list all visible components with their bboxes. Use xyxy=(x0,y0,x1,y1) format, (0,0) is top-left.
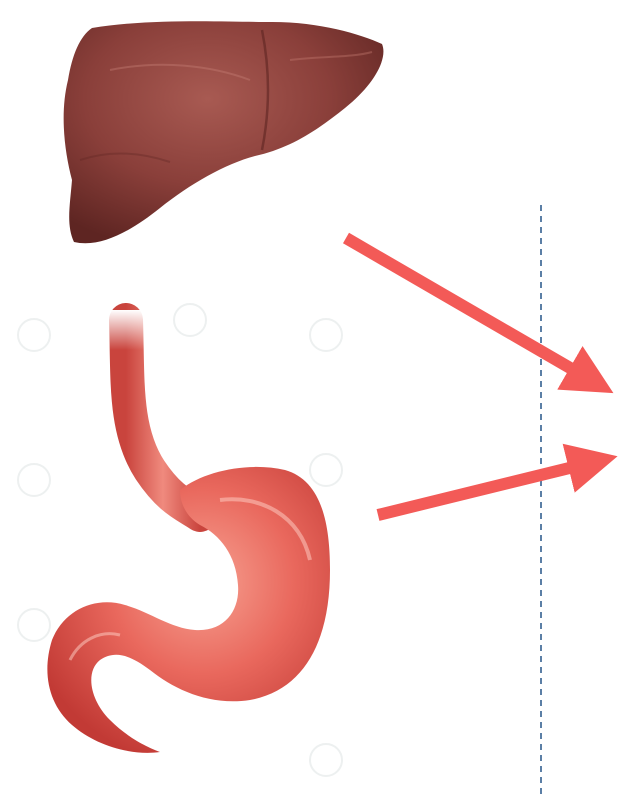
arrow-from-stomach xyxy=(378,461,598,515)
liver-illustration xyxy=(64,21,384,243)
stomach-illustration xyxy=(47,467,330,753)
arrow-from-liver xyxy=(346,238,596,383)
esophagus-illustration xyxy=(100,310,200,515)
